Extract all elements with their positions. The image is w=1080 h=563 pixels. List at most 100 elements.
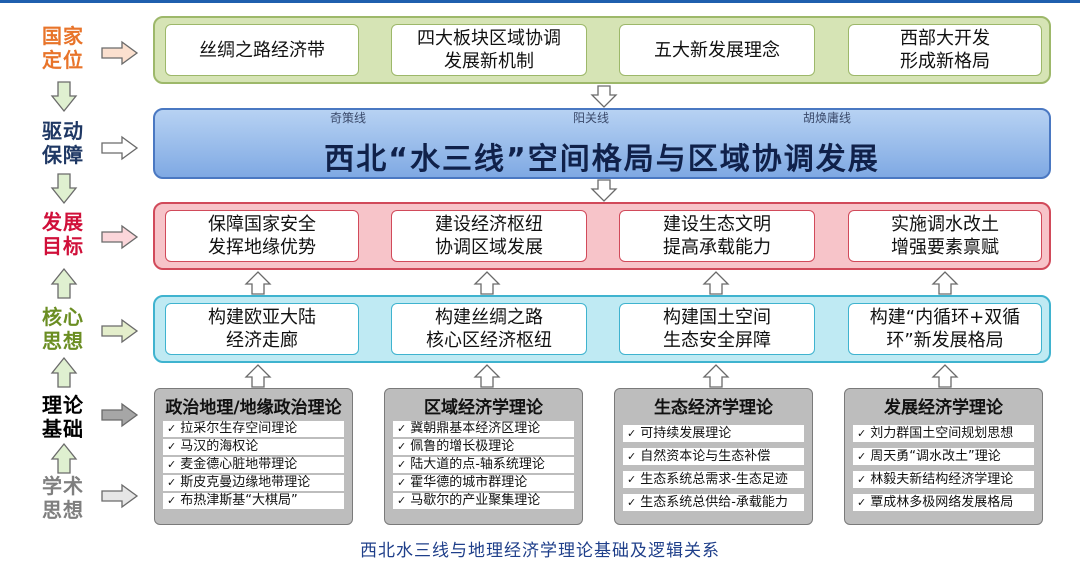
positioning-box: 四大板块区域协调发展新机制 xyxy=(391,24,587,76)
label-line: 发展 xyxy=(42,210,84,234)
theory-item: 林毅夫新结构经济学理论 xyxy=(853,471,1034,488)
theory-list: 冀朝鼎基本经济区理论 佩鲁的增长极理论 陆大道的点-轴系统理论 霍华德的城市群理… xyxy=(385,421,582,509)
box-text: 五大新发展理念 xyxy=(654,39,780,61)
up-arrow-icon xyxy=(473,271,501,295)
box-text: 发挥地缘优势 xyxy=(208,237,316,258)
label-line: 思想 xyxy=(42,498,84,522)
box-text: 西部大开发 xyxy=(900,28,990,49)
positioning-band: 丝绸之路经济带 四大板块区域协调发展新机制 五大新发展理念 西部大开发形成新格局 xyxy=(153,16,1051,84)
box-text: 建设生态文明 xyxy=(663,214,771,235)
theory-item: 斯皮克曼边缘地带理论 xyxy=(163,475,344,491)
label-line: 思想 xyxy=(42,329,84,353)
down-arrow-icon xyxy=(590,85,618,108)
down-arrow-icon xyxy=(50,173,78,205)
box-text: 构建欧亚大陆 xyxy=(208,307,316,328)
theory-title: 生态经济学理论 xyxy=(654,398,773,418)
up-arrow-icon xyxy=(244,364,272,388)
label-theory-basis: 理论基础 xyxy=(28,393,98,441)
up-arrow-icon xyxy=(702,271,730,295)
theory-title: 发展经济学理论 xyxy=(884,398,1003,418)
theory-item: 覃成林多极网络发展格局 xyxy=(853,494,1034,511)
up-arrow-icon xyxy=(931,364,959,388)
box-text: 经济走廊 xyxy=(226,330,298,351)
right-arrow-icon xyxy=(101,135,139,161)
top-rule xyxy=(0,0,1080,3)
up-arrow-icon xyxy=(50,356,78,388)
positioning-box: 西部大开发形成新格局 xyxy=(848,24,1042,76)
theory-item: 刘力群国土空间规划思想 xyxy=(853,425,1034,442)
theory-item: 生态系统总需求-生态足迹 xyxy=(623,471,804,488)
theory-item: 生态系统总供给-承载能力 xyxy=(623,494,804,511)
theory-list: 可持续发展理论 自然资本论与生态补偿 生态系统总需求-生态足迹 生态系统总供给-… xyxy=(615,425,812,511)
core-box: 构建国土空间生态安全屏障 xyxy=(619,303,815,355)
theory-item: 冀朝鼎基本经济区理论 xyxy=(393,421,574,437)
line-label-qice: 奇策线 xyxy=(330,111,367,125)
up-arrow-icon xyxy=(702,364,730,388)
right-arrow-icon xyxy=(101,402,139,428)
theory-panel-development-economics: 发展经济学理论 刘力群国土空间规划思想 周天勇“调水改土”理论 林毅夫新结构经济… xyxy=(844,388,1043,525)
box-text: 提高承载能力 xyxy=(663,237,771,258)
theory-panel-regional-economics: 区域经济学理论 冀朝鼎基本经济区理论 佩鲁的增长极理论 陆大道的点-轴系统理论 … xyxy=(384,388,583,525)
up-arrow-icon xyxy=(50,442,78,474)
theory-item: 霍华德的城市群理论 xyxy=(393,475,574,491)
theory-panel-ecological-economics: 生态经济学理论 可持续发展理论 自然资本论与生态补偿 生态系统总需求-生态足迹 … xyxy=(614,388,813,525)
theory-item: 麦金德心脏地带理论 xyxy=(163,457,344,473)
core-box: 构建欧亚大陆经济走廊 xyxy=(165,303,359,355)
right-arrow-icon xyxy=(101,40,139,66)
theory-title: 区域经济学理论 xyxy=(424,398,543,418)
line-label-huhuanyong: 胡焕庸线 xyxy=(803,111,852,125)
up-arrow-icon xyxy=(473,364,501,388)
box-text: 构建丝绸之路 xyxy=(435,307,543,328)
right-arrow-icon xyxy=(101,483,139,509)
line-label-yangguan: 阳关线 xyxy=(573,111,610,125)
label-line: 保障 xyxy=(42,143,84,167)
goal-box: 建设经济枢纽协调区域发展 xyxy=(391,210,587,262)
core-box: 构建丝绸之路核心区经济枢纽 xyxy=(391,303,587,355)
box-text: 核心区经济枢纽 xyxy=(426,330,552,351)
theory-item: 拉采尔生存空间理论 xyxy=(163,421,344,437)
label-line: 核心 xyxy=(42,305,84,329)
theory-item: 马汉的海权论 xyxy=(163,439,344,455)
core-box: 构建“内循环+双循环”新发展格局 xyxy=(848,303,1042,355)
box-text: 构建“内循环+双循 xyxy=(869,307,1021,328)
theory-item: 自然资本论与生态补偿 xyxy=(623,448,804,465)
box-text: 生态安全屏障 xyxy=(663,330,771,351)
right-arrow-icon xyxy=(101,224,139,250)
label-line: 驱动 xyxy=(42,119,84,143)
goal-box: 保障国家安全发挥地缘优势 xyxy=(165,210,359,262)
theory-item: 布热津斯基“大棋局” xyxy=(163,493,344,509)
theory-panel-political-geography: 政治地理/地缘政治理论 拉采尔生存空间理论 马汉的海权论 麦金德心脏地带理论 斯… xyxy=(154,388,353,525)
down-arrow-icon xyxy=(50,81,78,113)
up-arrow-icon xyxy=(244,271,272,295)
label-development-goal: 发展目标 xyxy=(28,210,98,258)
theory-title: 政治地理/地缘政治理论 xyxy=(165,398,342,418)
goal-box: 实施调水改土增强要素禀赋 xyxy=(848,210,1042,262)
box-text: 构建国土空间 xyxy=(663,307,771,328)
label-line: 理论 xyxy=(42,393,84,417)
label-academic-thought: 学术思想 xyxy=(28,474,98,522)
right-arrow-icon xyxy=(101,318,139,344)
main-title: 西北“水三线”空间格局与区域协调发展 xyxy=(324,142,880,177)
box-text: 协调区域发展 xyxy=(435,237,543,258)
theory-item: 佩鲁的增长极理论 xyxy=(393,439,574,455)
label-line: 目标 xyxy=(42,234,84,258)
box-text: 保障国家安全 xyxy=(208,214,316,235)
goals-band: 保障国家安全发挥地缘优势 建设经济枢纽协调区域发展 建设生态文明提高承载能力 实… xyxy=(153,202,1051,270)
positioning-box: 五大新发展理念 xyxy=(619,24,815,76)
box-text: 建设经济枢纽 xyxy=(435,214,543,235)
theory-item: 马歇尔的产业聚集理论 xyxy=(393,493,574,509)
theory-list: 刘力群国土空间规划思想 周天勇“调水改土”理论 林毅夫新结构经济学理论 覃成林多… xyxy=(845,425,1042,511)
main-title-band: 奇策线 阳关线 胡焕庸线 西北“水三线”空间格局与区域协调发展 xyxy=(153,108,1051,179)
box-text: 增强要素禀赋 xyxy=(891,237,999,258)
figure-caption: 西北水三线与地理经济学理论基础及逻辑关系 xyxy=(360,541,720,561)
theory-item: 可持续发展理论 xyxy=(623,425,804,442)
label-line: 学术 xyxy=(42,474,84,498)
box-text: 环”新发展格局 xyxy=(886,330,1004,351)
up-arrow-icon xyxy=(50,267,78,299)
label-national-positioning: 国家定位 xyxy=(28,24,98,72)
label-line: 国家 xyxy=(42,24,84,48)
positioning-box: 丝绸之路经济带 xyxy=(165,24,359,76)
box-text: 四大板块区域协调 xyxy=(417,28,561,49)
label-line: 基础 xyxy=(42,417,84,441)
goal-box: 建设生态文明提高承载能力 xyxy=(619,210,815,262)
